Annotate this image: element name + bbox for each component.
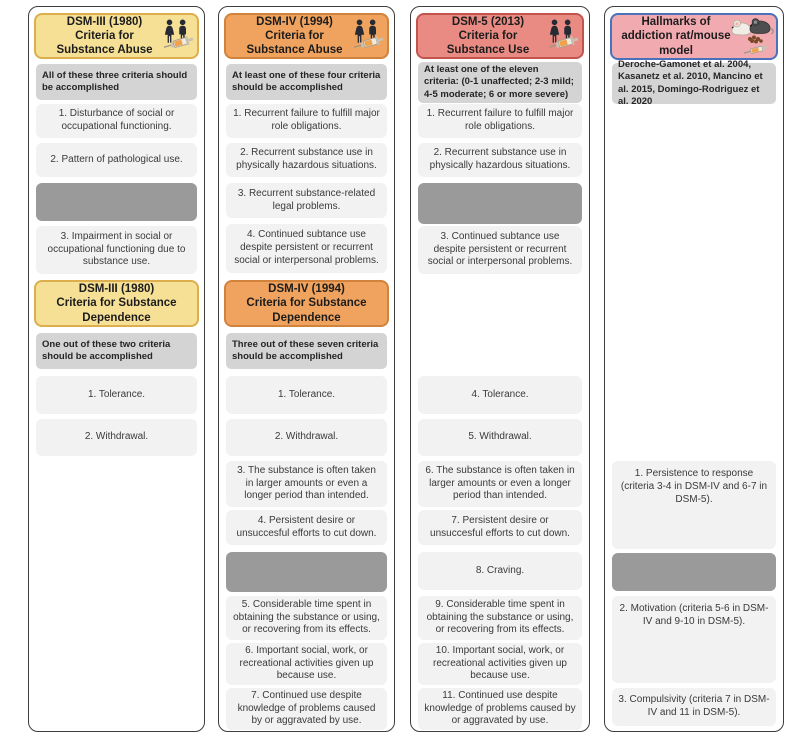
column-dsm5: DSM-5 (2013) Criteria for Substance Use <box>410 6 590 732</box>
criterion-dsm4-abuse-3: 3. Recurrent substance-related legal pro… <box>226 183 387 218</box>
criterion-dsm5-7: 7. Persistent desire or unsuccesful effo… <box>418 510 582 545</box>
hallmark-1-persistence: 1. Persistence to response (criteria 3-4… <box>612 461 776 549</box>
header-dsm3-dependence-title: DSM-III (1980) Criteria for Substance De… <box>56 283 177 324</box>
column-dsm3: DSM-III (1980) Criteria for Substance Ab… <box>28 6 205 732</box>
syringe-icon <box>546 32 582 58</box>
criterion-dsm5-6: 6. The substance is often taken in large… <box>418 461 582 507</box>
mice-icon <box>728 17 774 63</box>
redacted-box <box>418 183 582 224</box>
header-dsm5-use: DSM-5 (2013) Criteria for Substance Use <box>416 13 584 59</box>
syringe-icon <box>161 32 197 58</box>
criterion-dsm3-abuse-1: 1. Disturbance of social or occupational… <box>36 104 197 138</box>
criterion-dsm4-dep-1: 1. Tolerance. <box>226 376 387 414</box>
header-dsm3-abuse: DSM-III (1980) Criteria for Substance Ab… <box>34 13 199 59</box>
criterion-dsm3-dep-2: 2. Withdrawal. <box>36 419 197 456</box>
note-dsm3-dependence: One out of these two criteria should be … <box>36 333 197 369</box>
column-hallmarks: Hallmarks of addiction rat/mouse model <box>604 6 784 732</box>
criterion-dsm3-dep-1: 1. Tolerance. <box>36 376 197 414</box>
criterion-dsm4-dep-4: 4. Persistent desire or unsuccesful effo… <box>226 510 387 545</box>
header-dsm5-use-title: DSM-5 (2013) Criteria for Substance Use <box>446 15 530 57</box>
criterion-dsm5-1: 1. Recurrent failure to fulfill major ro… <box>418 104 582 138</box>
criterion-dsm5-8: 8. Craving. <box>418 552 582 590</box>
header-dsm3-dependence: DSM-III (1980) Criteria for Substance De… <box>34 280 199 327</box>
header-dsm4-abuse: DSM-IV (1994) Criteria for Substance Abu… <box>224 13 389 59</box>
note-dsm4-abuse: At least one of these four criteria shou… <box>226 64 387 100</box>
criterion-dsm5-10: 10. Important social, work, or recreatio… <box>418 643 582 685</box>
criterion-dsm4-dep-2: 2. Withdrawal. <box>226 419 387 456</box>
note-hallmarks-references: Deroche-Gamonet et al. 2004, Kasanetz et… <box>612 59 776 107</box>
criterion-dsm4-dep-7: 7. Continued use despite knowledge of pr… <box>226 688 387 730</box>
criterion-dsm3-abuse-3: 3. Impairment in social or occupational … <box>36 226 197 274</box>
note-dsm3-abuse: All of these three criteria should be ac… <box>36 64 197 100</box>
syringe-icon <box>351 32 387 58</box>
criterion-dsm4-abuse-2: 2. Recurrent substance use in physically… <box>226 143 387 177</box>
criterion-dsm4-dep-5: 5. Considerable time spent in obtaining … <box>226 596 387 640</box>
criterion-dsm5-4: 4. Tolerance. <box>418 376 582 414</box>
hallmark-3-compulsivity: 3. Compulsivity (criteria 7 in DSM-IV an… <box>612 688 776 726</box>
criterion-dsm5-2: 2. Recurrent substance use in physically… <box>418 143 582 177</box>
header-dsm4-dependence: DSM-IV (1994) Criteria for Substance Dep… <box>224 280 389 327</box>
header-dsm4-abuse-title: DSM-IV (1994) Criteria for Substance Abu… <box>246 15 343 57</box>
header-hallmarks: Hallmarks of addiction rat/mouse model <box>610 13 778 60</box>
criterion-dsm3-abuse-2: 2. Pattern of pathological use. <box>36 143 197 177</box>
header-hallmarks-title: Hallmarks of addiction rat/mouse model <box>621 16 731 57</box>
criterion-dsm5-9: 9. Considerable time spent in obtaining … <box>418 596 582 640</box>
redacted-box <box>612 553 776 591</box>
note-dsm5-use: At least one of the eleven criteria: (0-… <box>418 62 582 103</box>
criterion-dsm4-abuse-4: 4. Continued subtance use despite persis… <box>226 224 387 273</box>
redacted-box <box>36 183 197 221</box>
hallmark-2-motivation: 2. Motivation (criteria 5-6 in DSM-IV an… <box>612 596 776 683</box>
note-dsm4-dependence: Three out of these seven criteria should… <box>226 333 387 369</box>
criterion-dsm4-abuse-1: 1. Recurrent failure to fulfill major ro… <box>226 104 387 138</box>
redacted-box <box>226 552 387 592</box>
header-dsm3-abuse-title: DSM-III (1980) Criteria for Substance Ab… <box>56 15 153 57</box>
criterion-dsm4-dep-6: 6. Important social, work, or recreation… <box>226 643 387 685</box>
criterion-dsm5-3: 3. Continued subtance use despite persis… <box>418 226 582 274</box>
column-dsm4: DSM-IV (1994) Criteria for Substance Abu… <box>218 6 395 732</box>
header-dsm4-dependence-title: DSM-IV (1994) Criteria for Substance Dep… <box>246 283 367 324</box>
criterion-dsm5-5: 5. Withdrawal. <box>418 419 582 456</box>
criterion-dsm5-11: 11. Continued use despite knowledge of p… <box>418 688 582 730</box>
criterion-dsm4-dep-3: 3. The substance is often taken in large… <box>226 461 387 507</box>
